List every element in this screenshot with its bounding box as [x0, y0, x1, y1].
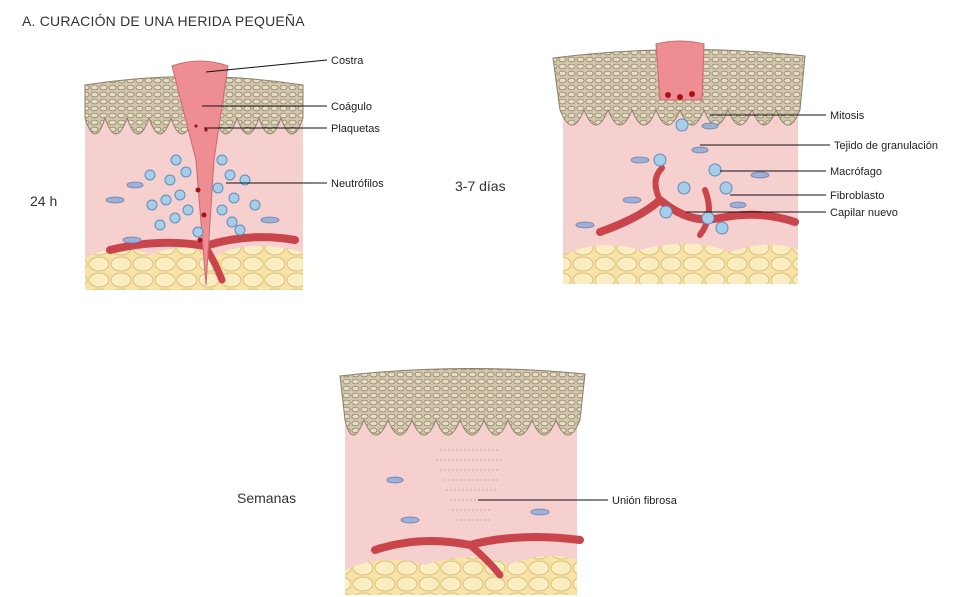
fat-layer — [563, 243, 798, 284]
panel-3-7-days — [553, 41, 805, 284]
panel-24h — [85, 61, 303, 290]
label-plaquetas: Plaquetas — [331, 123, 380, 135]
label-tejido-granulacion: Tejido de granulación — [834, 140, 938, 152]
label-fibroblasto: Fibroblasto — [830, 190, 884, 202]
label-capilar-nuevo: Capilar nuevo — [830, 207, 898, 219]
label-coagulo: Coágulo — [331, 101, 372, 113]
label-union-fibrosa: Unión fibrosa — [612, 495, 678, 507]
panel-weeks — [340, 368, 585, 595]
label-mitosis: Mitosis — [830, 110, 865, 122]
fat-layer — [345, 556, 577, 595]
scab — [656, 41, 704, 100]
label-macrofago: Macrófago — [830, 166, 882, 178]
epidermis — [340, 368, 585, 435]
label-costra: Costra — [331, 55, 364, 67]
fat-layer — [85, 246, 303, 290]
label-neutrofilos: Neutrófilos — [331, 178, 384, 190]
